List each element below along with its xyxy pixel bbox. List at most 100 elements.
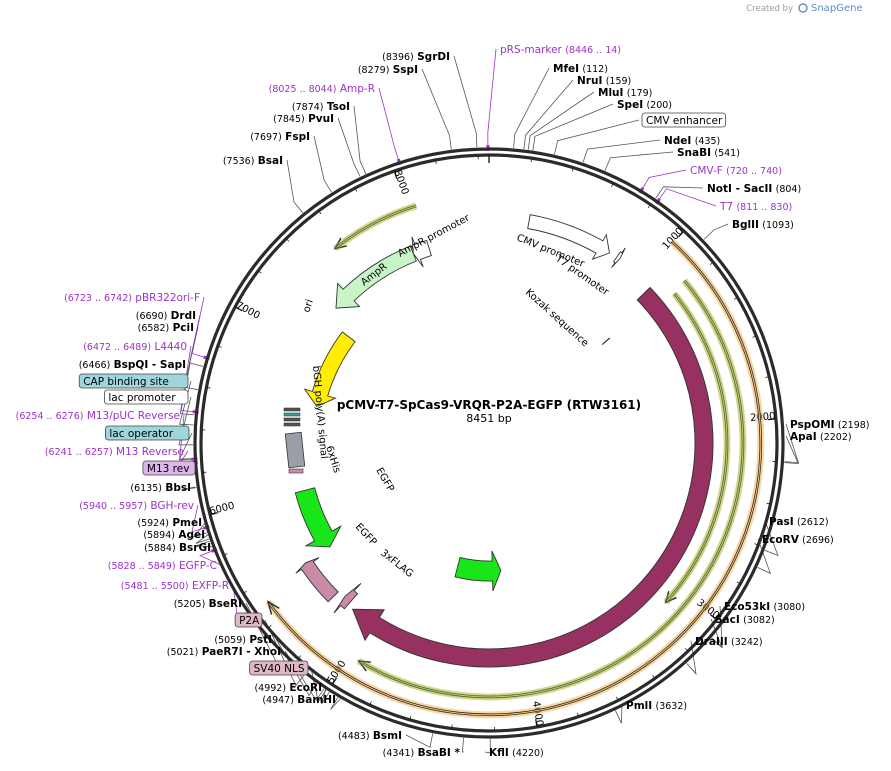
- site-position: (3080): [773, 602, 805, 613]
- tick-mark: [616, 696, 619, 701]
- site-position: (6135): [130, 483, 162, 494]
- site-label: (7845) PvuI: [273, 113, 334, 125]
- site-position: (3242): [731, 637, 763, 648]
- site-position: (4992): [254, 683, 286, 694]
- site-name: SpeI: [617, 99, 643, 111]
- tick-mark: [206, 386, 211, 389]
- his-tag-box: [288, 468, 304, 474]
- orf-outer-arc-head: [267, 600, 280, 615]
- site-name: AgeI: [178, 529, 205, 541]
- site-position: (2198): [838, 420, 870, 431]
- site-label: (5894) AgeI: [143, 529, 205, 541]
- site-name: NruI: [577, 75, 602, 87]
- leader-nrui: [523, 79, 574, 150]
- ampr-promoter-label: AmpR promoter: [396, 212, 472, 259]
- site-position: (3082): [743, 615, 775, 626]
- label-nrui: NruI (159): [577, 75, 631, 87]
- site-position: (6241 .. 6257): [45, 447, 113, 458]
- site-label: (6690) DrdI: [136, 310, 196, 322]
- leader-bgh-rev: [191, 504, 206, 533]
- site-position: (6582): [138, 323, 170, 334]
- site-name: PaeR7I - XhoI: [202, 646, 281, 658]
- tick-mark: [435, 159, 437, 165]
- tick-label-7000: 7000: [234, 300, 262, 322]
- label-box-m13-rev: [142, 460, 196, 476]
- label-bsmi: (4483) BsmI: [338, 730, 402, 742]
- leader-pbr322ori-f: [191, 296, 206, 358]
- leader-l4440: [180, 345, 195, 413]
- egfp-inner-label: EGFP: [373, 466, 395, 494]
- site-position: (6690): [136, 311, 168, 322]
- site-name: L4440: [154, 341, 187, 353]
- site-position: (5884): [144, 543, 176, 554]
- orf-green-tint: [663, 291, 730, 605]
- site-position: (5205): [174, 599, 206, 610]
- t7-promoter-arrow: [611, 247, 626, 268]
- feature-name: lac promoter: [108, 392, 176, 404]
- orf-outer-arc-core: [267, 241, 762, 716]
- label-amp-r: (8025 .. 8044) Amp-R: [269, 83, 375, 95]
- site-name: BsaBI *: [418, 747, 461, 759]
- orf-green-arc-1-core: [358, 280, 744, 698]
- site-name: FspI: [285, 131, 310, 143]
- leader-kfli: [484, 738, 491, 754]
- label-pvui: (7845) PvuI: [273, 113, 334, 125]
- orf-ampr-arc-head: [333, 237, 347, 250]
- tick-mark: [243, 590, 247, 594]
- site-position: (6466): [79, 360, 111, 371]
- site-position: (4220): [512, 748, 544, 759]
- site-name: NotI - SacII: [707, 183, 772, 195]
- site-position: (720 .. 740): [726, 166, 782, 177]
- label-mfei: MfeI (112): [553, 63, 608, 75]
- tick-mark: [268, 625, 272, 629]
- site-name: pRS-marker: [500, 44, 563, 56]
- site-label: MluI (179): [598, 87, 652, 99]
- site-label: (7536) BsaI: [223, 155, 283, 167]
- feature-labels: CMV promoter T7 promoter Kozak sequence …: [301, 212, 662, 580]
- site-name: SacI: [715, 614, 740, 626]
- label-m13-puc-reverse: (6254 .. 6276) M13/pUC Reverse: [16, 410, 180, 422]
- egfp-outer-arrow: [294, 487, 342, 548]
- credit-text: Created by: [746, 4, 793, 14]
- site-name: BglII: [732, 219, 759, 231]
- site-position: (5059): [214, 635, 246, 646]
- site-name: CMV-F: [690, 165, 723, 177]
- site-name: M13 Reverse: [116, 446, 184, 458]
- orf-ampr-arc-core: [334, 205, 417, 249]
- label-cmv-enhancer: CMV enhancer: [641, 112, 726, 128]
- site-name: TsoI: [327, 101, 350, 113]
- leader-bglii: [703, 223, 729, 240]
- leader-amp-r: [378, 87, 400, 162]
- tick-mark: [257, 270, 262, 274]
- label-cmv-f: CMV-F (720 .. 740): [690, 165, 782, 177]
- tick-mark: [318, 210, 322, 215]
- site-label: (6254 .. 6276) M13/pUC Reverse: [16, 410, 180, 422]
- label-bbsi: (6135) BbsI: [130, 482, 191, 494]
- site-position: (200): [646, 100, 672, 111]
- site-label: pRS-marker (8446 .. 14): [500, 44, 621, 56]
- leader-egfp-c: [199, 550, 222, 566]
- label-spei: SpeI (200): [617, 99, 672, 111]
- site-label: BglII (1093): [732, 219, 794, 231]
- tick-mark: [765, 376, 770, 378]
- site-name: EcoRI: [289, 682, 322, 694]
- site-name: PspOMI: [790, 419, 835, 431]
- label-pmli: PmlI (3632): [626, 700, 687, 712]
- tick-mark: [209, 511, 218, 516]
- leader-bsrgi: [196, 540, 216, 548]
- site-name: EXFP-R: [192, 580, 229, 592]
- label-ndei: NdeI (435): [664, 135, 720, 147]
- tick-mark: [709, 614, 718, 621]
- tick-mark: [234, 306, 243, 312]
- egfp-inner-arrow: [454, 550, 502, 592]
- site-label: (8396) SgrDI: [382, 51, 450, 63]
- site-position: (179): [627, 88, 653, 99]
- leader-cmv-f: [641, 169, 687, 190]
- tick-mark: [285, 238, 290, 242]
- leader-pmli: [615, 704, 623, 724]
- kozak-sequence-label: Kozak sequence: [523, 287, 590, 349]
- site-name: BGH-rev: [150, 500, 194, 512]
- site-name: Amp-R: [340, 83, 375, 95]
- label-p2a: P2A: [234, 612, 263, 628]
